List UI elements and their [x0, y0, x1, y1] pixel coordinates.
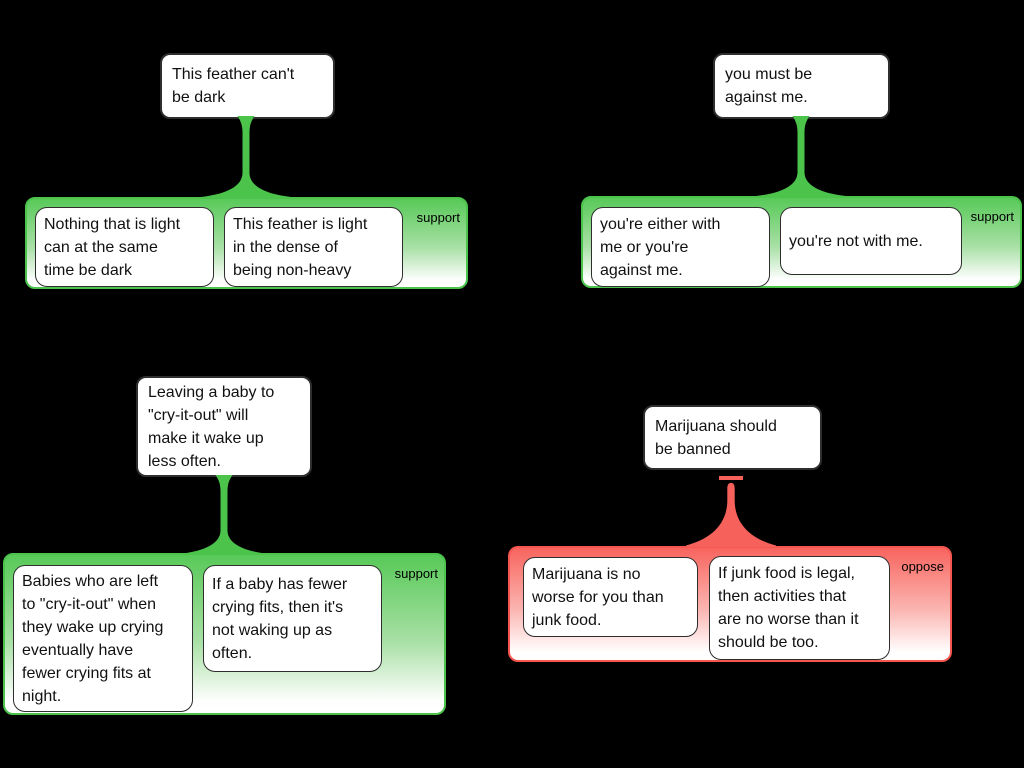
premise-group-oppose[interactable]: oppose Marijuana is no worse for you tha… — [508, 546, 952, 662]
claim-node[interactable]: Leaving a baby to "cry-it-out" will make… — [136, 376, 312, 477]
relation-label: support — [416, 210, 460, 225]
premise-node[interactable]: Nothing that is light can at the same ti… — [35, 207, 214, 287]
premise-node[interactable]: you're not with me. — [780, 207, 962, 275]
premise-node[interactable]: If junk food is legal, then activities t… — [709, 556, 890, 660]
premise-node[interactable]: This feather is light in the dense of be… — [224, 207, 403, 287]
premise-group-support[interactable]: support Babies who are left to "cry-it-o… — [3, 553, 446, 715]
relation-label: oppose — [901, 559, 944, 574]
support-edge-funnel-icon[interactable] — [201, 116, 291, 198]
relation-label: support — [970, 209, 1014, 224]
premise-group-support[interactable]: support Nothing that is light can at the… — [25, 197, 468, 289]
relation-label: support — [394, 566, 438, 581]
premise-node[interactable]: If a baby has fewer crying fits, then it… — [203, 565, 382, 672]
oppose-edge-crossbar-icon — [719, 476, 743, 480]
claim-node[interactable]: you must be against me. — [713, 53, 890, 119]
premise-group-support[interactable]: support you're either with me or you're … — [581, 196, 1022, 288]
claim-node[interactable]: Marijuana should be banned — [643, 405, 822, 470]
support-edge-funnel-icon[interactable] — [179, 475, 269, 555]
premise-node[interactable]: you're either with me or you're against … — [591, 207, 770, 287]
premise-node[interactable]: Marijuana is no worse for you than junk … — [523, 557, 698, 637]
support-edge-funnel-icon[interactable] — [756, 116, 846, 197]
oppose-edge-funnel-icon[interactable] — [686, 482, 776, 547]
premise-node[interactable]: Babies who are left to "cry-it-out" when… — [13, 565, 193, 712]
claim-node[interactable]: This feather can't be dark — [160, 53, 335, 119]
